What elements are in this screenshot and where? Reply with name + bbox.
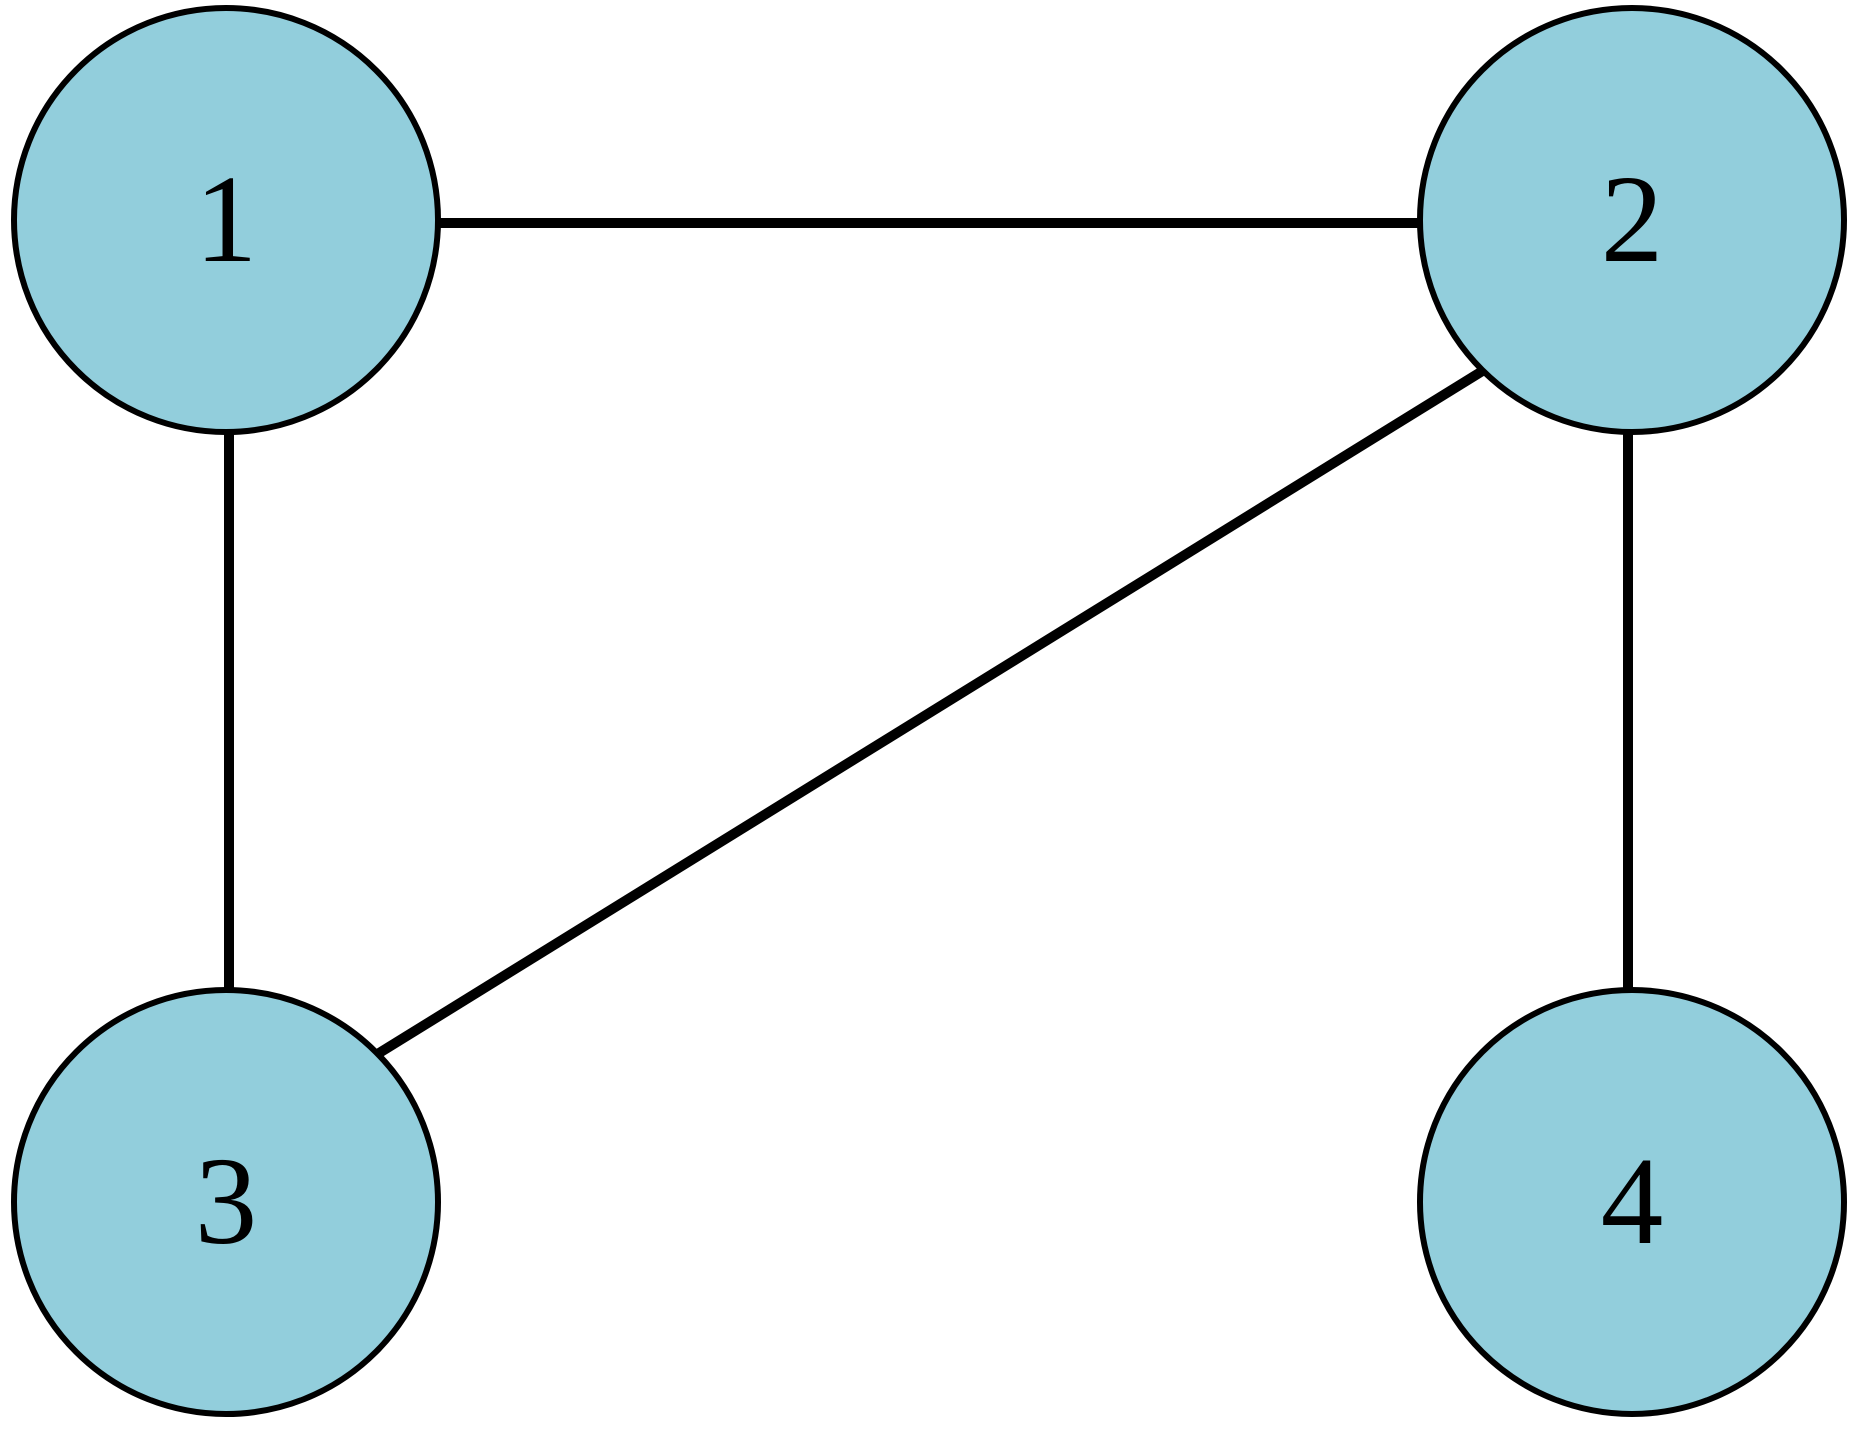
- node-2[interactable]: 2: [1417, 5, 1847, 435]
- node-3-circle[interactable]: [11, 987, 441, 1417]
- node-3-label: 3: [195, 1133, 258, 1271]
- edge-node3-node2[interactable]: [373, 365, 1487, 1060]
- node-2-label: 2: [1601, 151, 1664, 289]
- node-4-label: 4: [1601, 1133, 1664, 1271]
- node-layer: 1 2 3 4: [11, 5, 1847, 1417]
- node-1[interactable]: 1: [11, 5, 441, 435]
- node-2-circle[interactable]: [1417, 5, 1847, 435]
- node-4[interactable]: 4: [1417, 987, 1847, 1417]
- edge-layer: [224, 218, 1633, 1060]
- node-1-circle[interactable]: [11, 5, 441, 435]
- node-1-label: 1: [195, 151, 258, 289]
- node-4-circle[interactable]: [1417, 987, 1847, 1417]
- node-3[interactable]: 3: [11, 987, 441, 1417]
